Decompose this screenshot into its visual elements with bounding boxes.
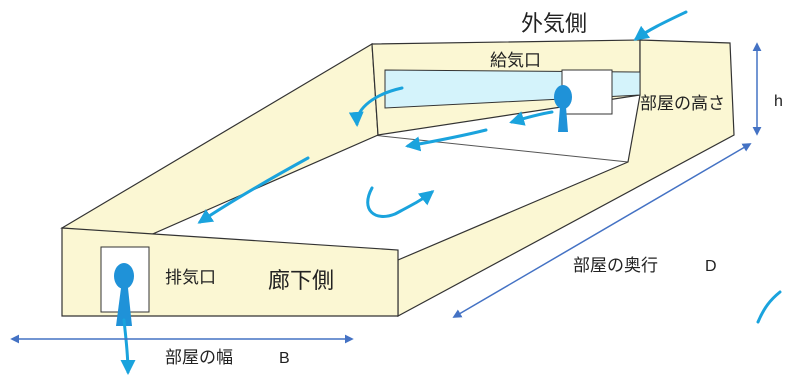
room-depth-label: 部屋の奥行 (573, 256, 658, 276)
airflow-arrow-diagonal (197, 156, 310, 224)
depth-symbol: D (705, 258, 717, 275)
airflow-arrow-exhaust (120, 318, 136, 375)
person-icon-front (114, 263, 134, 326)
airflow-arrows (120, 10, 782, 375)
corridor-label: 廊下側 (268, 269, 334, 294)
outside-label: 外気側 (521, 12, 587, 37)
room-height-label: 部屋の高さ (640, 94, 725, 114)
supply-vent-label: 給気口 (490, 51, 541, 71)
airflow-arrow-side (756, 290, 782, 324)
height-symbol: h (774, 93, 783, 110)
exhaust-vent-label: 排気口 (165, 268, 216, 288)
person-icon-back (554, 85, 572, 132)
depth-dimension-arrow (452, 143, 752, 318)
airflow-arrow-outside (633, 10, 688, 41)
airflow-arrow-supply (348, 86, 404, 127)
airflow-arrow-center (405, 128, 488, 152)
airflow-arrow-inflow (509, 110, 554, 126)
width-symbol: B (279, 350, 290, 367)
airflow-arrow-swirl (366, 186, 435, 218)
dimension-lines (10, 42, 762, 344)
room-width-label: 部屋の幅 (165, 348, 233, 368)
